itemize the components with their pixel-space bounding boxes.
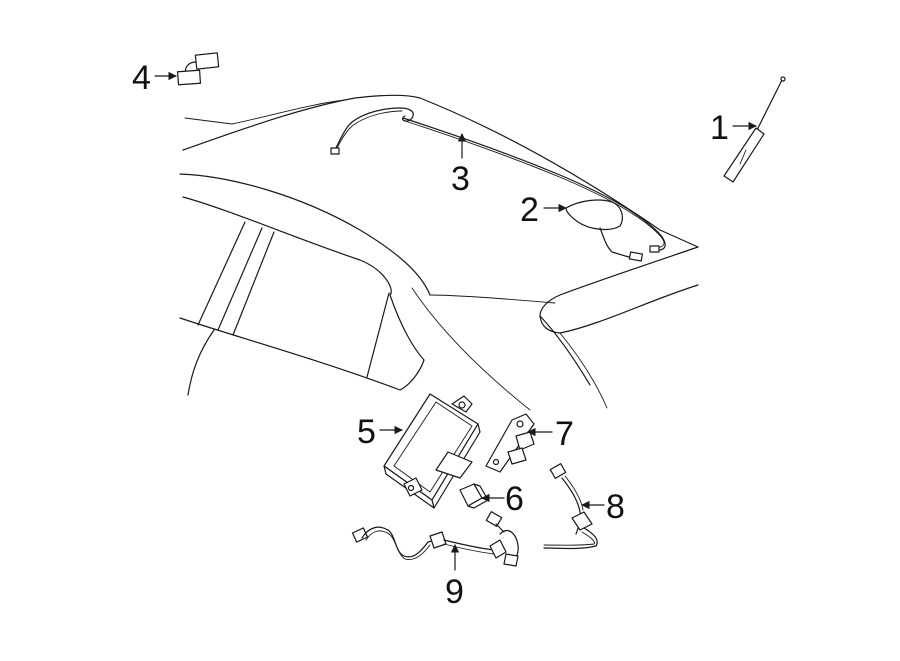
callout-7-label: 7 <box>555 415 574 453</box>
small-module-part <box>459 483 489 509</box>
callout-5-label: 5 <box>357 413 376 451</box>
callout-2-label: 2 <box>520 191 539 229</box>
antenna-mast-part <box>723 76 786 183</box>
callout-labels: 1 2 3 4 5 6 7 8 9 <box>132 59 729 611</box>
antenna-cable-part <box>330 107 666 253</box>
callout-arrows <box>154 71 757 571</box>
harness-8-part <box>543 463 598 550</box>
roof-antenna-base-part <box>565 199 644 262</box>
control-module-part <box>383 393 481 509</box>
callout-1-label: 1 <box>710 109 729 147</box>
vehicle-outline <box>179 94 699 411</box>
callout-8-label: 8 <box>606 488 625 526</box>
bracket-part <box>485 413 535 473</box>
callout-3-label: 3 <box>451 160 470 198</box>
harness-9-part <box>351 511 519 567</box>
callout-6-label: 6 <box>505 480 524 518</box>
callout-4-label: 4 <box>132 59 151 97</box>
connector-part <box>177 52 220 86</box>
callout-9-label: 9 <box>445 573 464 611</box>
